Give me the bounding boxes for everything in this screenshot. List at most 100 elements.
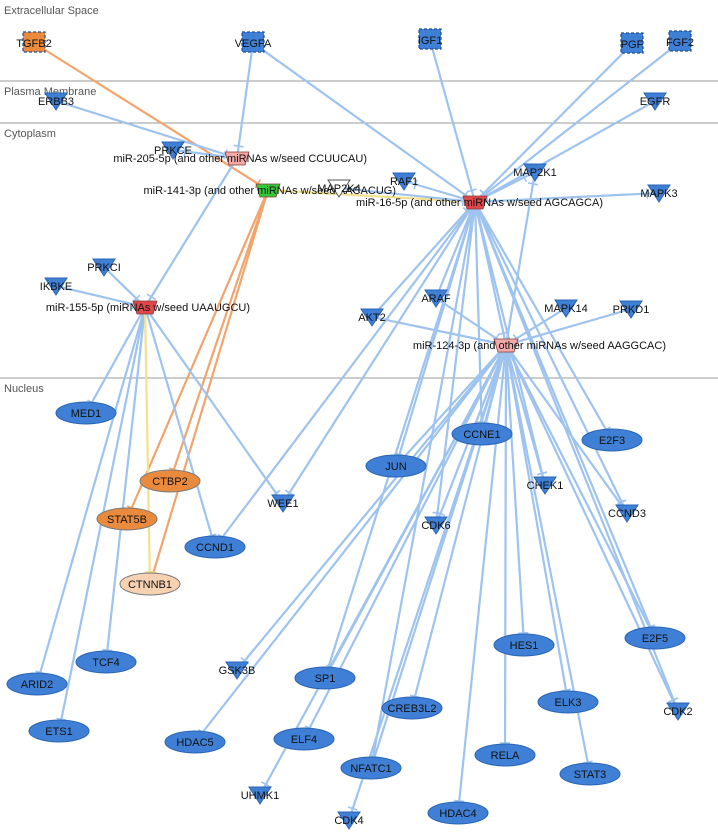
- node-araf[interactable]: ARAF: [421, 289, 451, 308]
- node-label-mir16: miR-16-5p (and other miRNAs w/seed AGCAG…: [356, 197, 603, 209]
- node-mapk3[interactable]: MAPK3: [640, 184, 678, 203]
- edge-end-NFATC1-miR16: [467, 212, 478, 216]
- node-label-tgfb2: TGFB2: [16, 38, 51, 50]
- node-stat3[interactable]: STAT3: [559, 762, 621, 786]
- node-tcf4[interactable]: TCF4: [75, 650, 137, 674]
- node-stat5b[interactable]: STAT5B: [96, 507, 158, 531]
- edge-end-miR124-HDAC4: [454, 799, 465, 803]
- node-shape: [624, 626, 686, 650]
- node-raf1[interactable]: RAF1: [390, 172, 418, 191]
- node-sp1[interactable]: SP1: [294, 666, 356, 690]
- node-e2f5[interactable]: E2F5: [624, 626, 686, 650]
- node-prkd1[interactable]: PRKD1: [613, 300, 650, 319]
- node-shape: [255, 183, 281, 198]
- node-fgf2[interactable]: FGF2: [666, 30, 694, 52]
- edge-miR124-NFATC1: [369, 343, 508, 770]
- node-shape: [537, 690, 599, 714]
- node-erbb3[interactable]: ERBB3: [38, 92, 74, 111]
- node-rela[interactable]: RELA: [474, 743, 536, 767]
- edge-miR124-CCND3: [504, 343, 629, 515]
- edge-PRKCI-miR155: [102, 265, 147, 309]
- node-gsk3b[interactable]: GSK3B: [219, 661, 256, 680]
- node-shape: [248, 786, 272, 805]
- node-label-nfatc1: NFATC1: [350, 763, 391, 775]
- node-label-vegfa: VEGFA: [235, 38, 272, 50]
- node-uhmk1[interactable]: UHMK1: [241, 786, 280, 805]
- node-label-hdac4: HDAC4: [439, 808, 476, 820]
- node-shape: [620, 32, 644, 54]
- node-mir16[interactable]: miR-16-5p (and other miRNAs w/seed AGCAG…: [356, 195, 603, 210]
- node-shape: [44, 92, 68, 111]
- node-hdac4[interactable]: HDAC4: [427, 801, 489, 825]
- node-chek1[interactable]: CHEK1: [527, 476, 564, 495]
- edge-miR124-E2F5: [504, 343, 657, 640]
- node-cdk4[interactable]: CDK4: [334, 811, 364, 830]
- node-ets1[interactable]: ETS1: [28, 719, 90, 743]
- edge-miR141-CTNNB1: [148, 188, 270, 586]
- node-shape: [615, 504, 639, 523]
- node-label-rela: RELA: [491, 750, 520, 762]
- region-label-nucleus: Nucleus: [4, 383, 44, 395]
- edge-IGF1-miR16: [428, 38, 477, 204]
- node-cdk2[interactable]: CDK2: [663, 702, 693, 721]
- node-label-igf1: IGF1: [418, 35, 442, 47]
- node-mapk14[interactable]: MAPK14: [544, 299, 588, 318]
- node-elk3[interactable]: ELK3: [537, 690, 599, 714]
- network-edges: [32, 38, 682, 822]
- edge-miR124-CHEK1: [504, 343, 547, 487]
- node-shape: [271, 494, 295, 513]
- edge-end-miR16-miR124: [498, 331, 509, 336]
- node-pgf[interactable]: PGF: [620, 32, 644, 54]
- node-mir155[interactable]: miR-155-5p (miRNAs w/seed UAAUGCU): [46, 300, 250, 315]
- node-ctbp2[interactable]: CTBP2: [139, 469, 201, 493]
- node-label-jun: JUN: [385, 461, 406, 473]
- edge-miR16-WEE1: [281, 200, 477, 505]
- node-ccnd3[interactable]: CCND3: [608, 504, 646, 523]
- node-jun[interactable]: JUN: [365, 454, 427, 478]
- node-creb3l2[interactable]: CREB3L2: [381, 696, 443, 720]
- node-label-ctbp2: CTBP2: [152, 476, 187, 488]
- node-elf4[interactable]: ELF4: [273, 727, 335, 751]
- node-med1[interactable]: MED1: [55, 401, 117, 425]
- node-hes1[interactable]: HES1: [493, 633, 555, 657]
- node-prkce[interactable]: PRKCE: [154, 141, 192, 160]
- node-label-chek1: CHEK1: [527, 480, 564, 492]
- node-ikbke[interactable]: IKBKE: [40, 277, 72, 296]
- node-akt2[interactable]: AKT2: [358, 308, 386, 327]
- node-cdk6[interactable]: CDK6: [421, 516, 451, 535]
- node-mir124[interactable]: miR-124-3p (and other miRNAs w/seed AAGG…: [413, 338, 666, 353]
- edge-miR16-CCND3: [473, 200, 629, 515]
- node-mir205[interactable]: miR-205-5p (and other miRNAs w/seed CCUU…: [113, 151, 367, 166]
- edge-miR16-miR124: [473, 200, 508, 347]
- node-egfr[interactable]: EGFR: [640, 92, 671, 111]
- node-label-ccnd1: CCND1: [196, 542, 234, 554]
- node-shape: [132, 300, 158, 315]
- node-map2k1[interactable]: MAP2K1: [513, 163, 557, 182]
- edge-miR16-CCND1: [213, 200, 477, 549]
- node-hdac5[interactable]: HDAC5: [164, 730, 226, 754]
- node-e2f3[interactable]: E2F3: [581, 428, 643, 452]
- node-ctnnb1[interactable]: CTNNB1: [119, 572, 181, 596]
- edge-ARAF-miR16: [434, 200, 477, 300]
- node-nfatc1[interactable]: NFATC1: [340, 756, 402, 780]
- node-shape: [554, 299, 578, 318]
- node-vegfa[interactable]: VEGFA: [235, 31, 272, 53]
- node-label-cdk2: CDK2: [663, 706, 692, 718]
- edge-end-miR124-CDK6: [435, 511, 446, 517]
- edge-AKT2-miR16: [370, 200, 477, 319]
- node-shape: [6, 672, 68, 696]
- node-map2k4[interactable]: MAP2K4: [317, 179, 361, 198]
- node-wee1[interactable]: WEE1: [267, 494, 299, 513]
- node-label-map2k1: MAP2K1: [513, 167, 556, 179]
- edge-miR124-JUN: [394, 343, 508, 468]
- node-prkci[interactable]: PRKCI: [87, 258, 121, 277]
- node-tgfb2[interactable]: TGFB2: [16, 31, 52, 53]
- node-ccne1[interactable]: CCNE1: [451, 422, 513, 446]
- node-label-mir205: miR-205-5p (and other miRNAs w/seed CCUU…: [113, 153, 367, 165]
- node-ccnd1[interactable]: CCND1: [184, 535, 246, 559]
- node-label-hdac5: HDAC5: [176, 737, 213, 749]
- node-arid2[interactable]: ARID2: [6, 672, 68, 696]
- node-shape: [668, 30, 692, 52]
- node-igf1[interactable]: IGF1: [418, 28, 442, 50]
